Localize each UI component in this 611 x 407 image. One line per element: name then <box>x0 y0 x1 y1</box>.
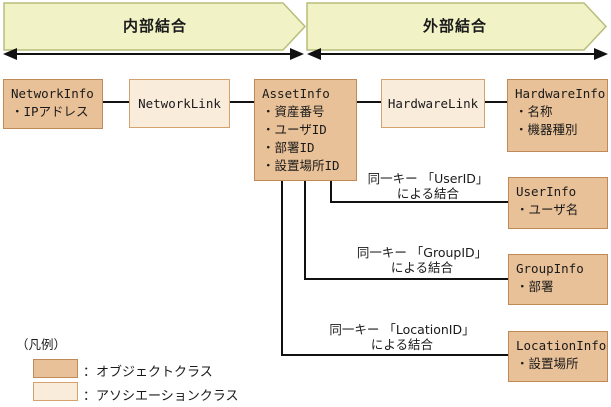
userinfo-attr: ・ユーザ名 <box>516 202 579 217</box>
connector-assetinfo-groupinfo-vertical <box>304 181 306 280</box>
hardwareinfo-attr: ・名称 <box>515 104 553 119</box>
assetinfo-attr: ・資産番号 <box>262 104 325 119</box>
networkinfo-box: NetworkInfo ・IPアドレス <box>3 79 103 129</box>
userinfo-box: UserInfo ・ユーザ名 <box>508 177 608 229</box>
hardwareinfo-title: HardwareInfo <box>515 86 606 101</box>
userinfo-title: UserInfo <box>516 184 577 199</box>
connector-assetinfo-userinfo-horizontal <box>330 201 508 203</box>
locationinfo-box: LocationInfo ・設置場所 <box>508 331 608 382</box>
inner-join-banner-shape <box>3 2 307 51</box>
locationid-join-label-line1: 同一キー 「LocationID」 <box>329 322 475 337</box>
userid-join-label: 同一キー 「UserID」 による結合 <box>338 171 518 201</box>
assetinfo-attr: ・設置場所ID <box>262 158 340 173</box>
groupid-join-label-line1: 同一キー 「GroupID」 <box>356 245 488 260</box>
networklink-box: NetworkLink <box>129 79 230 128</box>
locationinfo-attr: ・設置場所 <box>516 356 579 371</box>
object-class-swatch <box>33 359 78 378</box>
groupinfo-box: GroupInfo ・部署 <box>508 254 608 305</box>
groupid-join-label-line2: による結合 <box>390 260 454 275</box>
userid-join-label-line1: 同一キー 「UserID」 <box>367 171 489 186</box>
association-class-label: ：アソシエーションクラス <box>83 389 239 404</box>
hardwarelink-title: HardwareLink <box>387 95 479 111</box>
connector-networkinfo-networklink <box>103 101 129 103</box>
networkinfo-title: NetworkInfo <box>11 86 94 101</box>
userid-join-label-line2: による結合 <box>396 186 460 201</box>
locationid-join-label: 同一キー 「LocationID」 による結合 <box>312 322 492 352</box>
connector-assetinfo-groupinfo-horizontal <box>304 278 508 280</box>
connector-networklink-assetinfo <box>230 101 254 103</box>
assetinfo-attr: ・ユーザID <box>262 122 327 137</box>
locationinfo-title: LocationInfo <box>516 338 607 353</box>
groupinfo-title: GroupInfo <box>516 261 584 276</box>
legend-title: （凡例） <box>16 337 67 352</box>
connector-assetinfo-locationinfo-horizontal <box>281 354 508 356</box>
association-class-swatch <box>33 382 78 401</box>
networklink-title: NetworkLink <box>138 95 221 111</box>
assetinfo-title: AssetInfo <box>262 86 330 101</box>
inner-join-banner-label: 内部結合 <box>122 17 187 35</box>
groupinfo-attr: ・部署 <box>516 279 554 294</box>
hardwarelink-box: HardwareLink <box>381 79 485 128</box>
connector-assetinfo-hardwarelink <box>357 101 381 103</box>
connector-assetinfo-userinfo-vertical <box>330 181 332 203</box>
hardwareinfo-attr: ・機器種別 <box>515 122 578 137</box>
groupid-join-label: 同一キー 「GroupID」 による結合 <box>332 245 512 275</box>
join-scope-banners <box>3 2 608 60</box>
outer-join-extent-arrow <box>307 48 608 60</box>
locationid-join-label-line2: による結合 <box>370 337 434 352</box>
object-class-label: ：オブジェクトクラス <box>83 365 213 380</box>
connector-assetinfo-locationinfo-vertical <box>281 181 283 356</box>
assetinfo-attr: ・部署ID <box>262 140 315 155</box>
assetinfo-box: AssetInfo ・資産番号 ・ユーザID ・部署ID ・設置場所ID <box>254 79 357 181</box>
outer-join-banner-label: 外部結合 <box>422 17 487 35</box>
connector-hardwarelink-hardwareinfo <box>485 101 507 103</box>
inner-join-extent-arrow <box>3 48 304 60</box>
outer-join-banner-shape <box>306 2 608 51</box>
networkinfo-attr: ・IPアドレス <box>11 104 89 119</box>
hardwareinfo-box: HardwareInfo ・名称 ・機器種別 <box>507 79 608 152</box>
